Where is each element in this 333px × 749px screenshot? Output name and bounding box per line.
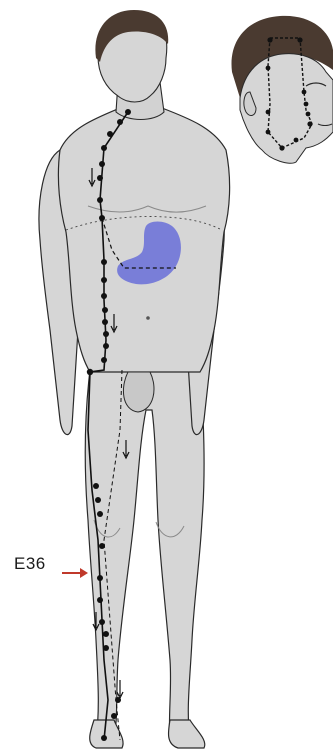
- body-figure: [39, 10, 230, 748]
- side-head-inset: [231, 16, 333, 163]
- body-genitals: [123, 372, 154, 412]
- body-navel: [146, 316, 150, 320]
- body-right-foot: [168, 720, 204, 748]
- body-left-foot: [90, 720, 123, 748]
- point-label-e36: E36: [14, 554, 46, 574]
- red-arrow-icon: [62, 568, 88, 578]
- body-legs: [85, 370, 204, 742]
